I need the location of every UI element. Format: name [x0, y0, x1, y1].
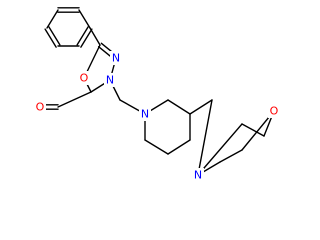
oxadiazole-o1-label: O — [80, 72, 89, 85]
single-bond — [167, 99, 191, 115]
atom-label-layer: N N O O N N O — [34, 51, 280, 182]
double-bond-line — [48, 26, 61, 46]
double-bond-line — [80, 28, 93, 48]
molecule-structure: N N O O N N O — [34, 7, 280, 182]
single-bond — [197, 123, 243, 176]
single-bond — [189, 99, 213, 115]
double-bond-line — [76, 26, 89, 46]
piperidine-n-label: N — [141, 108, 149, 121]
morpholine-n-label: N — [194, 169, 202, 182]
single-bond — [57, 91, 92, 108]
atom-piperidine-n: N — [139, 107, 151, 121]
atom-oxadiazole-n4: N — [104, 73, 116, 87]
single-bond — [46, 9, 59, 29]
morpholine-o-label: O — [270, 105, 279, 118]
atom-morpholine-n: N — [192, 168, 204, 182]
oxadiazole-n3-label: N — [112, 52, 120, 65]
atom-carbonyl-oxygen: O — [34, 100, 46, 114]
atom-oxadiazole-n3: N — [110, 51, 122, 65]
atom-morpholine-o: O — [268, 104, 280, 118]
carbonyl-oxygen-label: O — [36, 101, 45, 114]
single-bond — [78, 9, 91, 29]
single-bond — [197, 99, 213, 176]
single-bond — [219, 149, 243, 163]
single-bond — [167, 139, 191, 155]
single-bond — [144, 139, 169, 155]
double-bond-line — [44, 28, 57, 48]
bond-layer — [39, 7, 275, 176]
oxadiazole-n4-label: N — [106, 74, 114, 87]
single-bond — [241, 123, 265, 137]
structure-canvas: N N O O N N O — [34, 7, 280, 182]
atom-oxadiazole-o1: O — [78, 71, 90, 85]
single-bond — [89, 27, 101, 46]
